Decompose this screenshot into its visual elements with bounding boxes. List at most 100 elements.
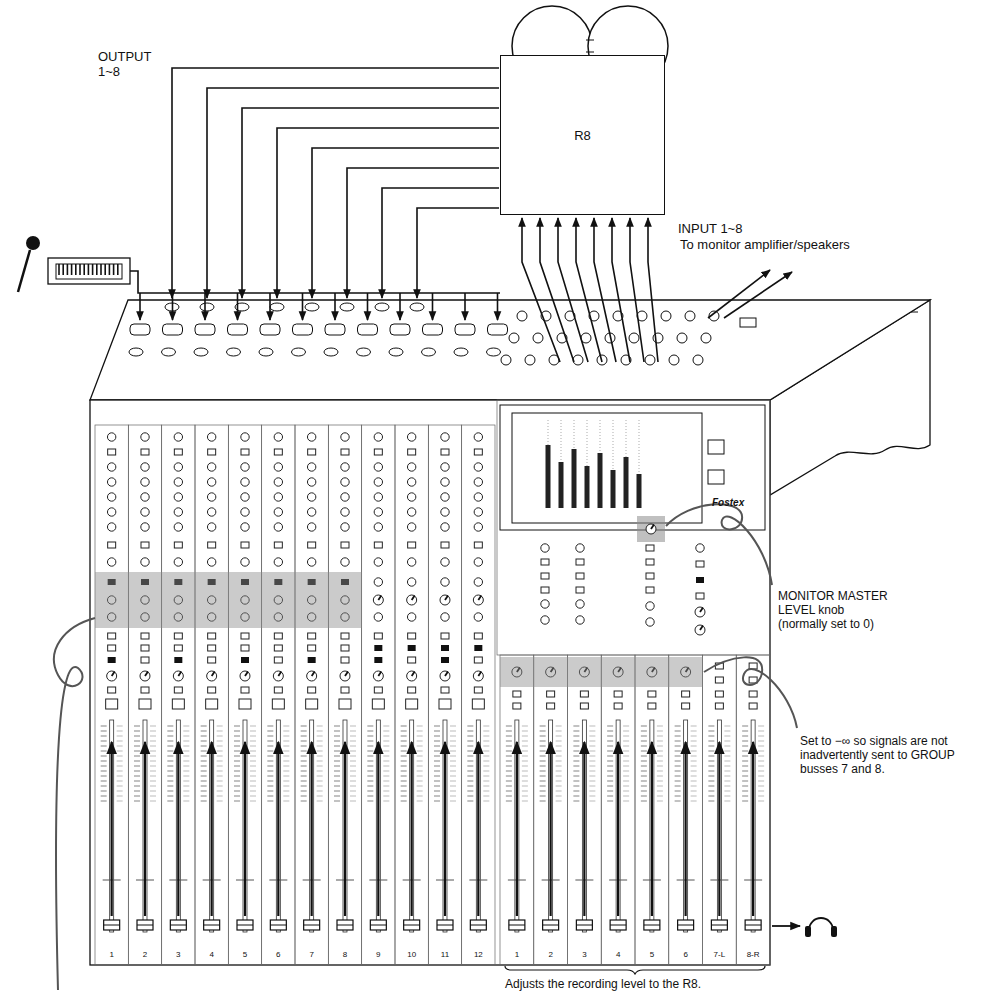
fader-scale (450, 796, 456, 797)
fader-scale (467, 735, 473, 736)
button (106, 699, 118, 709)
meter-bar (598, 453, 603, 508)
fader-scale (641, 775, 647, 776)
group-strip (568, 655, 602, 965)
fader-scale (167, 750, 173, 751)
switch (141, 542, 149, 548)
fader-scale (217, 736, 223, 737)
fader-scale (540, 725, 546, 726)
fader-scale (150, 801, 156, 802)
fader-scale (724, 776, 730, 777)
fader-scale (234, 740, 240, 741)
fader-scale (283, 746, 289, 747)
switch-on (241, 657, 249, 663)
knob-pointer (700, 626, 703, 631)
knob (174, 433, 182, 441)
fader-scale (201, 795, 207, 796)
fader-scale (589, 731, 595, 732)
fader-scale (483, 731, 489, 732)
fader-scale (183, 746, 189, 747)
knob-pointer (245, 672, 248, 677)
meter-bar (637, 474, 642, 508)
fader-scale (691, 796, 697, 797)
fader-scale (283, 741, 289, 742)
switch (648, 703, 656, 709)
keyboard-key (113, 264, 115, 275)
fader-cap (576, 920, 592, 930)
switch (374, 449, 382, 455)
fader-scale (708, 735, 714, 736)
knob-pointer (412, 672, 415, 677)
fader-scale (641, 765, 647, 766)
fader-scale (623, 781, 629, 782)
fader-scale (167, 780, 173, 781)
fader-scale (201, 800, 207, 801)
fader-scale (708, 800, 714, 801)
knob (474, 463, 482, 471)
fader-scale (742, 795, 748, 796)
fader-scale (623, 736, 629, 737)
switch (408, 633, 416, 639)
fader-scale (134, 750, 140, 751)
input-jack (455, 324, 475, 335)
fader-slot (684, 720, 688, 932)
fader-scale (183, 771, 189, 772)
fader-cap (678, 920, 694, 930)
fader-scale (234, 790, 240, 791)
fader-scale (367, 750, 373, 751)
switch (274, 687, 282, 693)
switch-on (474, 645, 482, 651)
fader-scale (589, 736, 595, 737)
microphone-handle (18, 250, 30, 292)
fader-scale (101, 800, 107, 801)
fader-scale (101, 755, 107, 756)
fader-scale (383, 781, 389, 782)
fader-scale (657, 781, 663, 782)
fader-arrow (377, 742, 379, 916)
fader-scale (742, 790, 748, 791)
fader-scale (334, 780, 340, 781)
fader-scale (506, 740, 512, 741)
brace (505, 966, 765, 974)
switch-on (374, 657, 382, 663)
fader-scale (167, 775, 173, 776)
channel-strip (362, 425, 395, 965)
pointer-knob (407, 595, 417, 605)
knob (441, 578, 449, 586)
switch (441, 449, 449, 455)
fader-scale (691, 791, 697, 792)
fader-scale (250, 751, 256, 752)
fader-scale (301, 740, 307, 741)
fader-scale (450, 756, 456, 757)
switch-on (696, 577, 704, 583)
fader-slot (717, 720, 721, 932)
knob (141, 508, 149, 516)
switch (174, 645, 182, 651)
channel-number: 8 (330, 950, 360, 959)
fader-scale (201, 765, 207, 766)
switch (241, 645, 249, 651)
fader-scale (250, 761, 256, 762)
switch (308, 687, 316, 693)
fader-scale (708, 780, 714, 781)
master-panel (497, 400, 770, 655)
group-strip (669, 655, 703, 965)
output-jack (517, 311, 527, 321)
switch-on (108, 657, 116, 663)
group-strip (736, 655, 770, 965)
fader-scale (540, 795, 546, 796)
fader-scale (367, 760, 373, 761)
fader-scale (522, 766, 528, 767)
input-jack (228, 324, 248, 335)
fader-scale (724, 786, 730, 787)
fader-scale (217, 761, 223, 762)
fader-scale (589, 726, 595, 727)
switch (715, 703, 723, 709)
fader-slot (616, 720, 620, 932)
fader-scale (217, 801, 223, 802)
meter-bar (611, 470, 616, 508)
fader-scale (556, 756, 562, 757)
fader-scale (283, 781, 289, 782)
fader-scale (134, 795, 140, 796)
switch (648, 691, 656, 697)
